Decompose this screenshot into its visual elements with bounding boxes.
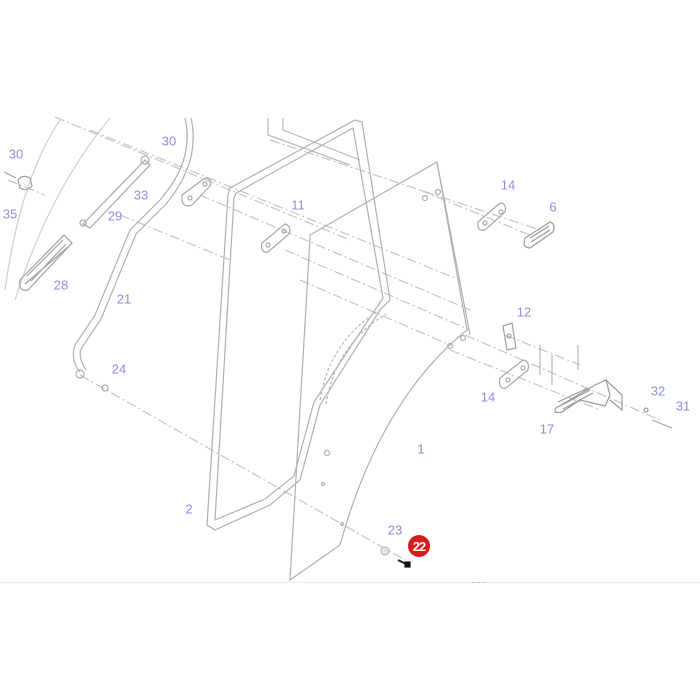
part-6-pad (523, 221, 555, 249)
part-29-gas-strut (79, 155, 151, 229)
baseline-mark (472, 582, 486, 584)
part-35-latch (3, 171, 33, 191)
callout-23[interactable]: 23 (387, 522, 403, 538)
callout-1[interactable]: 1 (417, 441, 425, 457)
callout-32[interactable]: 32 (650, 383, 666, 399)
callout-17[interactable]: 17 (539, 421, 555, 437)
callout-14[interactable]: 14 (480, 389, 496, 405)
callout-29[interactable]: 29 (107, 208, 123, 224)
callout-2[interactable]: 2 (185, 501, 193, 517)
callout-21[interactable]: 21 (116, 291, 132, 307)
part-31-bolt (643, 407, 673, 429)
seal-strip (319, 309, 387, 405)
part-17-handle (554, 379, 623, 414)
part-22-screw (397, 559, 411, 568)
part-23-washer (380, 546, 390, 556)
callout-33[interactable]: 33 (133, 187, 149, 203)
part-21-handle-rod (72, 117, 194, 379)
callout-24[interactable]: 24 (111, 361, 127, 377)
callout-30[interactable]: 30 (161, 133, 177, 149)
callout-35[interactable]: 35 (2, 206, 18, 222)
background-frame (4, 117, 579, 385)
assembly-axis-lines (7, 116, 661, 561)
callout-28[interactable]: 28 (53, 277, 69, 293)
part-2-door-frame (206, 119, 391, 531)
callout-11[interactable]: 11 (291, 197, 305, 213)
part-12-bracket (502, 322, 517, 351)
part-28-grip (19, 234, 73, 291)
part-14-plate-upper (477, 202, 507, 231)
callout-12[interactable]: 12 (516, 304, 532, 320)
part-24-washer (101, 384, 109, 392)
callout-31[interactable]: 31 (675, 398, 691, 414)
callout-22-highlighted[interactable]: 22 (408, 535, 430, 557)
hinge-bracket (181, 177, 212, 207)
callout-30[interactable]: 30 (8, 146, 24, 162)
diagram-baseline (0, 582, 700, 583)
callout-6[interactable]: 6 (549, 199, 557, 215)
part-11-plate (261, 223, 291, 253)
part-1-glass-panel (289, 161, 471, 582)
callout-14[interactable]: 14 (500, 177, 516, 193)
part-14-plate-lower (499, 359, 530, 389)
